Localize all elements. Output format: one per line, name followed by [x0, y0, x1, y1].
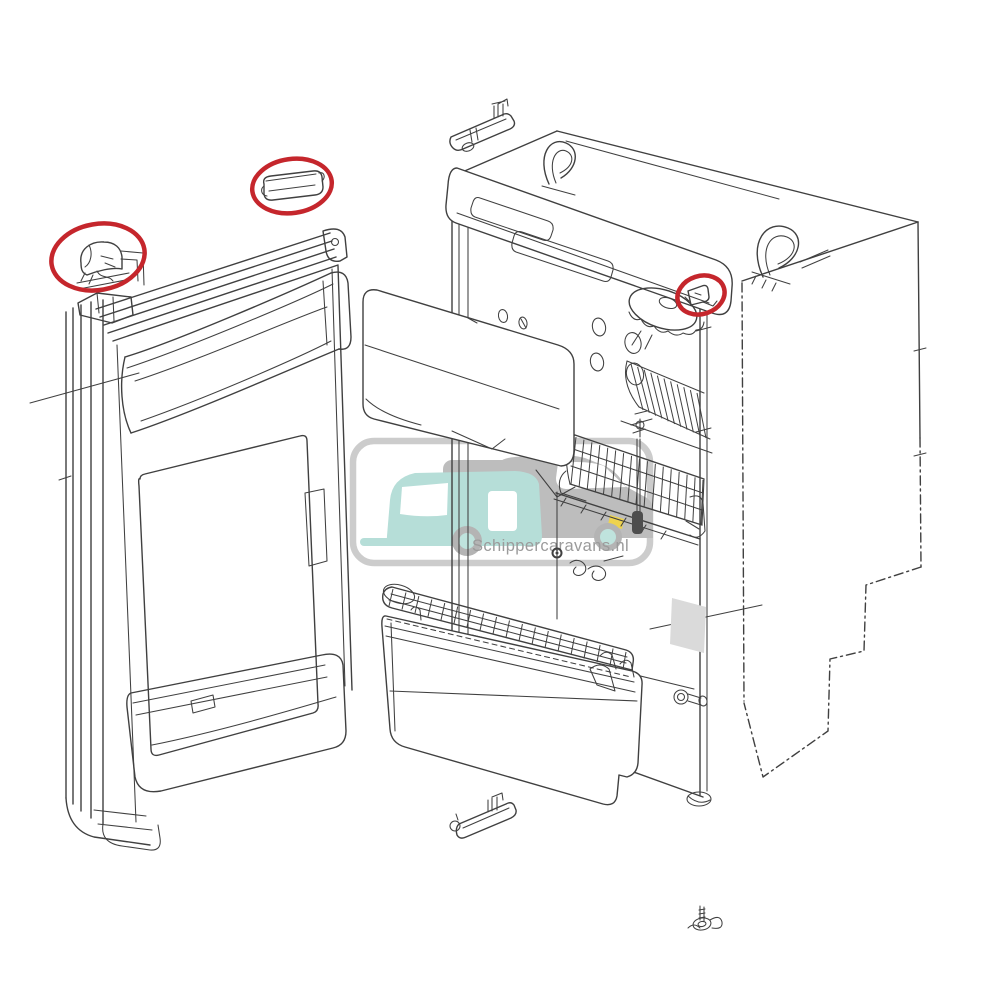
door-top-ribbed-edge	[95, 232, 339, 342]
latch-striker-part	[684, 284, 718, 307]
evaporator-cover-panel	[362, 289, 576, 498]
highlight-circles	[49, 156, 727, 317]
watermark-text: Schippercaravans.nl	[472, 537, 629, 555]
frame-screw-holes	[497, 309, 528, 330]
condensate-rack	[382, 583, 635, 678]
drain-plug	[673, 689, 708, 707]
side-panel-outline	[743, 566, 922, 778]
refrigerator-door	[29, 228, 353, 851]
thermostat-knob	[628, 287, 705, 350]
panel-display-slot	[511, 230, 614, 283]
door-lower-bin	[126, 653, 347, 793]
caravan-door	[488, 491, 517, 531]
fixing-screw-bottom-right	[687, 905, 723, 931]
highlight-door-hinge	[49, 221, 147, 293]
evaporator-fins	[620, 360, 713, 454]
screw-and-clip-centre	[551, 547, 624, 581]
cabinet-foot	[686, 791, 712, 807]
burner-bracket-top	[449, 98, 516, 152]
cabinet-top-left-edge	[459, 130, 558, 174]
door-hinge-block	[77, 292, 134, 324]
highlight-latch-striker	[675, 273, 727, 317]
panel-vent-slot	[470, 196, 554, 242]
water-tank-bin	[381, 615, 643, 806]
thermometer	[632, 428, 646, 534]
door-inner-recess	[137, 434, 328, 757]
door-upper-bin	[120, 271, 352, 434]
mounting-bracket-bottom	[449, 792, 517, 839]
power-cord-loop-left	[541, 140, 576, 196]
door-hinge-part	[76, 241, 145, 290]
watermark-logo: Schippercaravans.nl	[349, 437, 654, 567]
control-panel	[445, 167, 733, 316]
cabinet-top-far-edge	[556, 130, 919, 223]
highlight-hinge-cover	[249, 156, 335, 216]
back-wall-vent-holes	[589, 317, 645, 386]
door-gasket-edge	[65, 299, 104, 825]
cabinet-front-right-corner	[741, 282, 745, 702]
caravan-window	[400, 483, 448, 517]
cabinet-top-right-edge	[741, 221, 919, 282]
hinge-cover-part	[261, 170, 325, 201]
power-cord-loop-right	[751, 225, 831, 292]
sensor-bracket	[630, 410, 653, 438]
rating-label	[670, 598, 706, 653]
thermometer-tip	[632, 511, 643, 534]
caravan-silhouette	[360, 471, 542, 556]
